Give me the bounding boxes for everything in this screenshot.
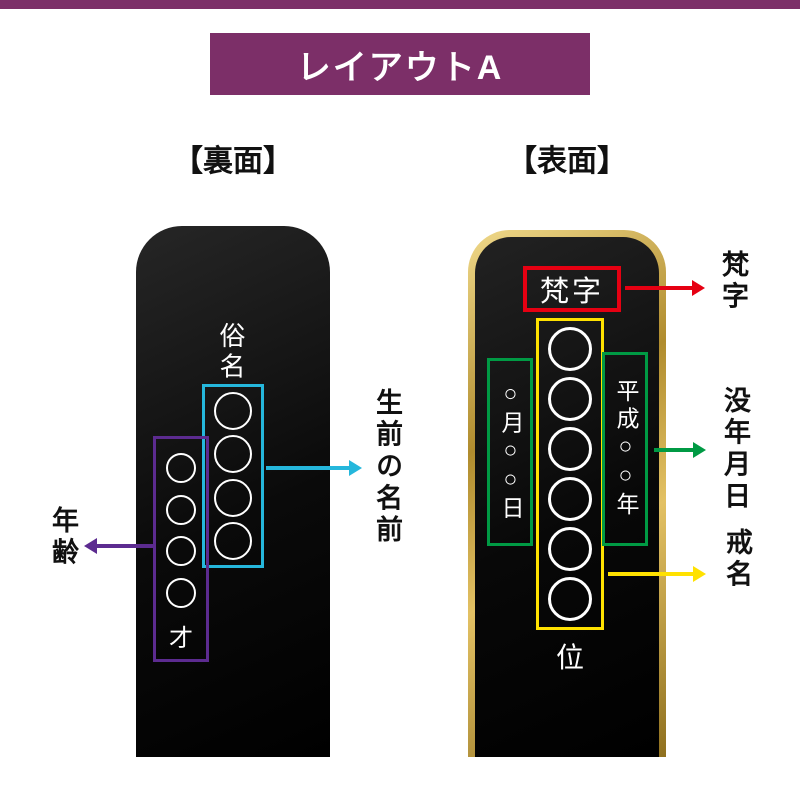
age-callout-arrow [96, 544, 153, 548]
age-suffix-label: 才 [169, 626, 193, 652]
character-slot-circle [166, 536, 196, 567]
character-slot-circle [214, 392, 252, 431]
front-side-heading: 【表面】 [507, 145, 627, 178]
death-year-text: 平成○○年 [613, 379, 638, 519]
kaimyo-callout-label: 戒名 [722, 528, 752, 592]
character-slot-circle [548, 427, 592, 471]
zokumyo-label: 俗名 [216, 322, 245, 384]
bonji-callout-label: 梵字 [718, 250, 748, 314]
character-slot-circle [548, 327, 592, 371]
kaimyo-circles [539, 321, 601, 627]
name-callout-arrow [266, 466, 350, 470]
character-slot-circle [166, 452, 196, 483]
death-day-box: ○月○○日 [487, 358, 533, 546]
age-circles [156, 445, 206, 616]
kaimyo-callout-arrow [608, 572, 694, 576]
name-circles [205, 387, 261, 565]
name-callout-label: 生前の名前 [372, 388, 402, 548]
bonji-box: 梵字 [523, 266, 621, 312]
bonji-text: 梵字 [539, 276, 604, 308]
top-accent-strip [0, 0, 800, 9]
death-day-text: ○月○○日 [498, 381, 523, 523]
page-title: レイアウトA [296, 48, 504, 87]
name-slots-box [202, 384, 264, 568]
rank-char: 位 [555, 643, 584, 674]
death-year-box: 平成○○年 [602, 352, 648, 546]
date-callout-label: 没年月日 [720, 386, 750, 514]
character-slot-circle [214, 478, 252, 517]
age-slots-box: 才 [153, 436, 209, 662]
character-slot-circle [214, 435, 252, 474]
back-side-heading: 【裏面】 [173, 145, 293, 178]
character-slot-circle [548, 577, 592, 621]
character-slot-circle [548, 477, 592, 521]
character-slot-circle [214, 521, 252, 560]
character-slot-circle [548, 527, 592, 571]
title-banner: レイアウトA [210, 33, 590, 95]
character-slot-circle [166, 494, 196, 525]
kaimyo-slots-box [536, 318, 604, 630]
date-callout-arrow [654, 448, 694, 452]
character-slot-circle [166, 578, 196, 609]
character-slot-circle [548, 377, 592, 421]
age-callout-label: 年齢 [48, 506, 78, 570]
bonji-callout-arrow [625, 286, 693, 290]
